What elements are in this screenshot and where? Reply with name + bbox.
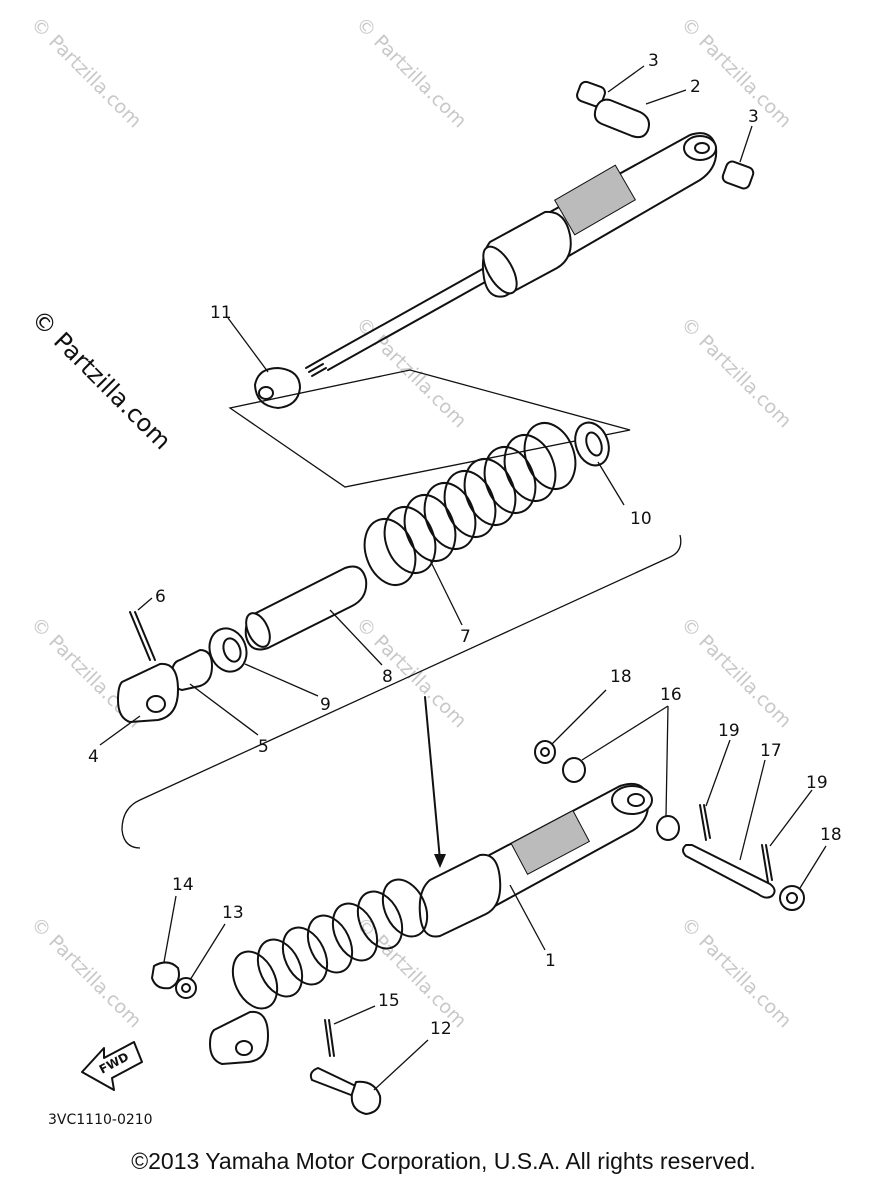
part-label-17: 17 bbox=[760, 741, 782, 761]
watermark-tile: © Partzilla.com bbox=[26, 913, 145, 1032]
watermark-tile: © Partzilla.com bbox=[676, 913, 795, 1032]
part-label-19: 19 bbox=[718, 721, 740, 741]
spring-drawing bbox=[363, 422, 577, 586]
part-label-12: 12 bbox=[430, 1019, 452, 1039]
part-labels: 3 2 3 11 10 7 6 8 9 5 4 18 16 19 17 19 1… bbox=[88, 51, 842, 1039]
part-label-18: 18 bbox=[610, 667, 632, 687]
bump-stop-drawing bbox=[254, 367, 301, 409]
part-label-15: 15 bbox=[378, 991, 400, 1011]
part-label-10: 10 bbox=[630, 509, 652, 529]
copyright-notice: ©2013 Yamaha Motor Corporation, U.S.A. A… bbox=[131, 1148, 756, 1174]
part-label-14: 14 bbox=[172, 875, 194, 895]
watermark-tile: © Partzilla.com bbox=[676, 13, 795, 132]
watermark-tile: © Partzilla.com bbox=[676, 313, 795, 432]
dust-cover-drawing bbox=[244, 565, 368, 651]
part-label-6: 6 bbox=[155, 587, 166, 607]
part-label-11: 11 bbox=[210, 303, 232, 323]
part-label-9: 9 bbox=[320, 695, 331, 715]
part-label-19: 19 bbox=[806, 773, 828, 793]
part-label-2: 2 bbox=[690, 77, 701, 97]
watermark-main: © Partzilla.com bbox=[26, 304, 177, 455]
damper-unit-drawing bbox=[305, 132, 718, 377]
lower-bracket-drawing bbox=[117, 662, 179, 723]
assembled-shock-drawing bbox=[209, 782, 653, 1065]
leader-lines bbox=[99, 65, 827, 1091]
watermark-tile: © Partzilla.com bbox=[351, 613, 470, 732]
watermark-tile: © Partzilla.com bbox=[351, 13, 470, 132]
watermark-tile: © Partzilla.com bbox=[26, 13, 145, 132]
part-label-8: 8 bbox=[382, 667, 393, 687]
part-label-1: 1 bbox=[545, 951, 556, 971]
part-label-5: 5 bbox=[258, 737, 269, 757]
watermark-tile: © Partzilla.com bbox=[676, 613, 795, 732]
part-label-7: 7 bbox=[460, 627, 471, 647]
part-label-4: 4 bbox=[88, 747, 99, 767]
part-label-13: 13 bbox=[222, 903, 244, 923]
collar-parts-drawing bbox=[576, 80, 755, 190]
drawing-code: 3VC1110-0210 bbox=[48, 1112, 153, 1128]
part-label-3: 3 bbox=[748, 107, 759, 127]
part-label-3: 3 bbox=[648, 51, 659, 71]
fwd-arrow: FWD bbox=[81, 1041, 143, 1091]
watermark-tile: © Partzilla.com bbox=[351, 313, 470, 432]
part-label-18: 18 bbox=[820, 825, 842, 845]
part-label-16: 16 bbox=[660, 685, 682, 705]
